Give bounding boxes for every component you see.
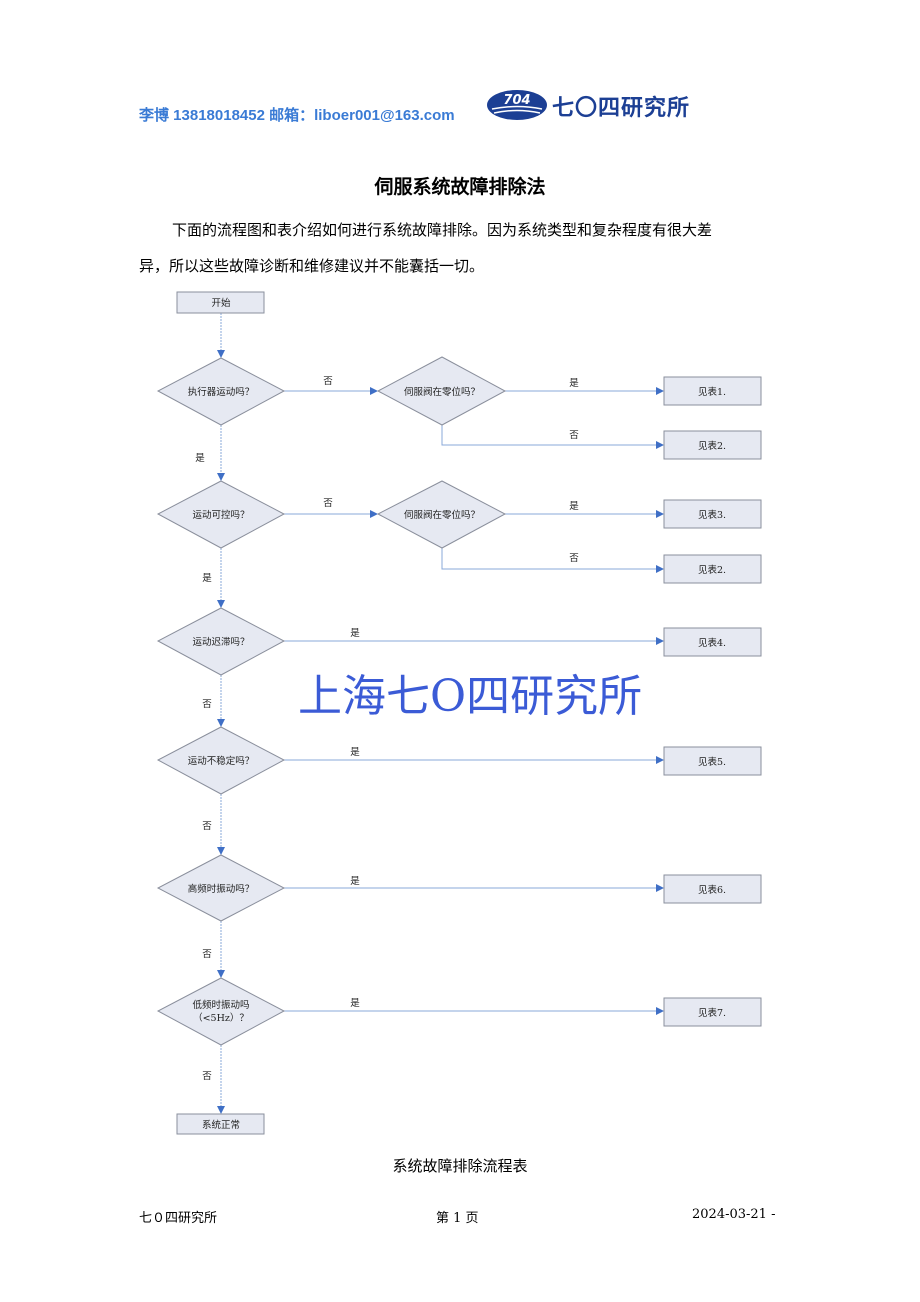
decision-node [156, 726, 286, 795]
decision-label: 伺服阀在零位吗？ [404, 386, 480, 398]
edge-label-no: 否 [323, 376, 333, 387]
watermark: 上海七O四研究所 [298, 671, 643, 722]
decision-node [156, 357, 286, 426]
decision-node [156, 607, 286, 676]
decision-node [156, 977, 286, 1046]
result-label: 见表5. [698, 756, 726, 768]
result-node [663, 376, 762, 406]
result-node [663, 499, 762, 529]
decision-label: 运动可控吗？ [192, 509, 249, 521]
logo-704-icon: 704 [487, 90, 547, 120]
decision-label: 运动不稳定吗？ [188, 755, 255, 767]
page-title: 伺服系统故障排除法 [374, 176, 546, 198]
edge-label-yes: 是 [569, 378, 579, 389]
decision-label: 伺服阀在零位吗？ [404, 509, 480, 521]
result-node [663, 997, 762, 1027]
result-node [663, 627, 762, 657]
decision-label: 执行器运动吗？ [188, 386, 255, 398]
start-node [176, 291, 265, 314]
edge-label-yes: 是 [350, 876, 360, 887]
decision-label: 运动迟滞吗？ [192, 637, 249, 648]
logo-text: 七〇四研究所 [552, 96, 691, 121]
edge-label-no: 否 [202, 1071, 212, 1082]
decision-node [376, 480, 507, 549]
edge-label-yes: 是 [350, 747, 360, 758]
flow-connectors [217, 313, 664, 1114]
edge-label-yes: 是 [202, 573, 212, 584]
figure-caption: 系统故障排除流程表 [392, 1157, 528, 1175]
result-node [663, 874, 762, 904]
end-label: 系统正常 [202, 1119, 240, 1131]
edge-label-no: 否 [202, 699, 212, 710]
svg-text:704: 704 [503, 93, 530, 108]
result-label: 见表1. [698, 386, 726, 398]
edge-label-yes: 是 [350, 628, 360, 639]
footer-org: 七０四研究所 [139, 1211, 218, 1226]
result-node [663, 746, 762, 776]
result-label: 见表4. [698, 637, 726, 649]
contact-header: 李博 13818018452 邮箱：liboer001@163.com [139, 107, 455, 124]
decision-node [376, 356, 507, 426]
result-node [663, 554, 762, 584]
edge-label-no: 否 [569, 553, 579, 564]
result-label: 见表3. [698, 509, 726, 521]
edge-label-no: 否 [202, 821, 212, 832]
start-label: 开始 [211, 297, 231, 309]
decision-node [156, 854, 286, 922]
footer-date: 2024-03-21 - [692, 1207, 776, 1222]
edge-label-no: 否 [323, 498, 333, 509]
edge-label-yes: 是 [195, 453, 205, 464]
result-label: 见表2. [698, 440, 726, 452]
intro-paragraph: 下面的流程图和表介绍如何进行系统故障排除。因为系统类型和复杂程度有很大差异，所以… [139, 221, 713, 275]
end-node [176, 1113, 265, 1135]
decision-label: 高频时振动吗？ [188, 883, 255, 895]
edge-label-no: 否 [202, 949, 212, 960]
result-node [663, 430, 762, 460]
decision-label: （<5Hz）？ [193, 1012, 249, 1024]
result-label: 见表6. [698, 884, 726, 896]
decision-label: 低频时振动吗 [192, 999, 249, 1011]
result-label: 见表7. [698, 1007, 726, 1019]
footer-page: 第 1 页 [436, 1211, 479, 1226]
edge-label-yes: 是 [569, 501, 579, 512]
result-label: 见表2. [698, 564, 726, 576]
edge-label-no: 否 [569, 430, 579, 441]
edge-label-yes: 是 [350, 998, 360, 1009]
decision-node [156, 480, 286, 549]
